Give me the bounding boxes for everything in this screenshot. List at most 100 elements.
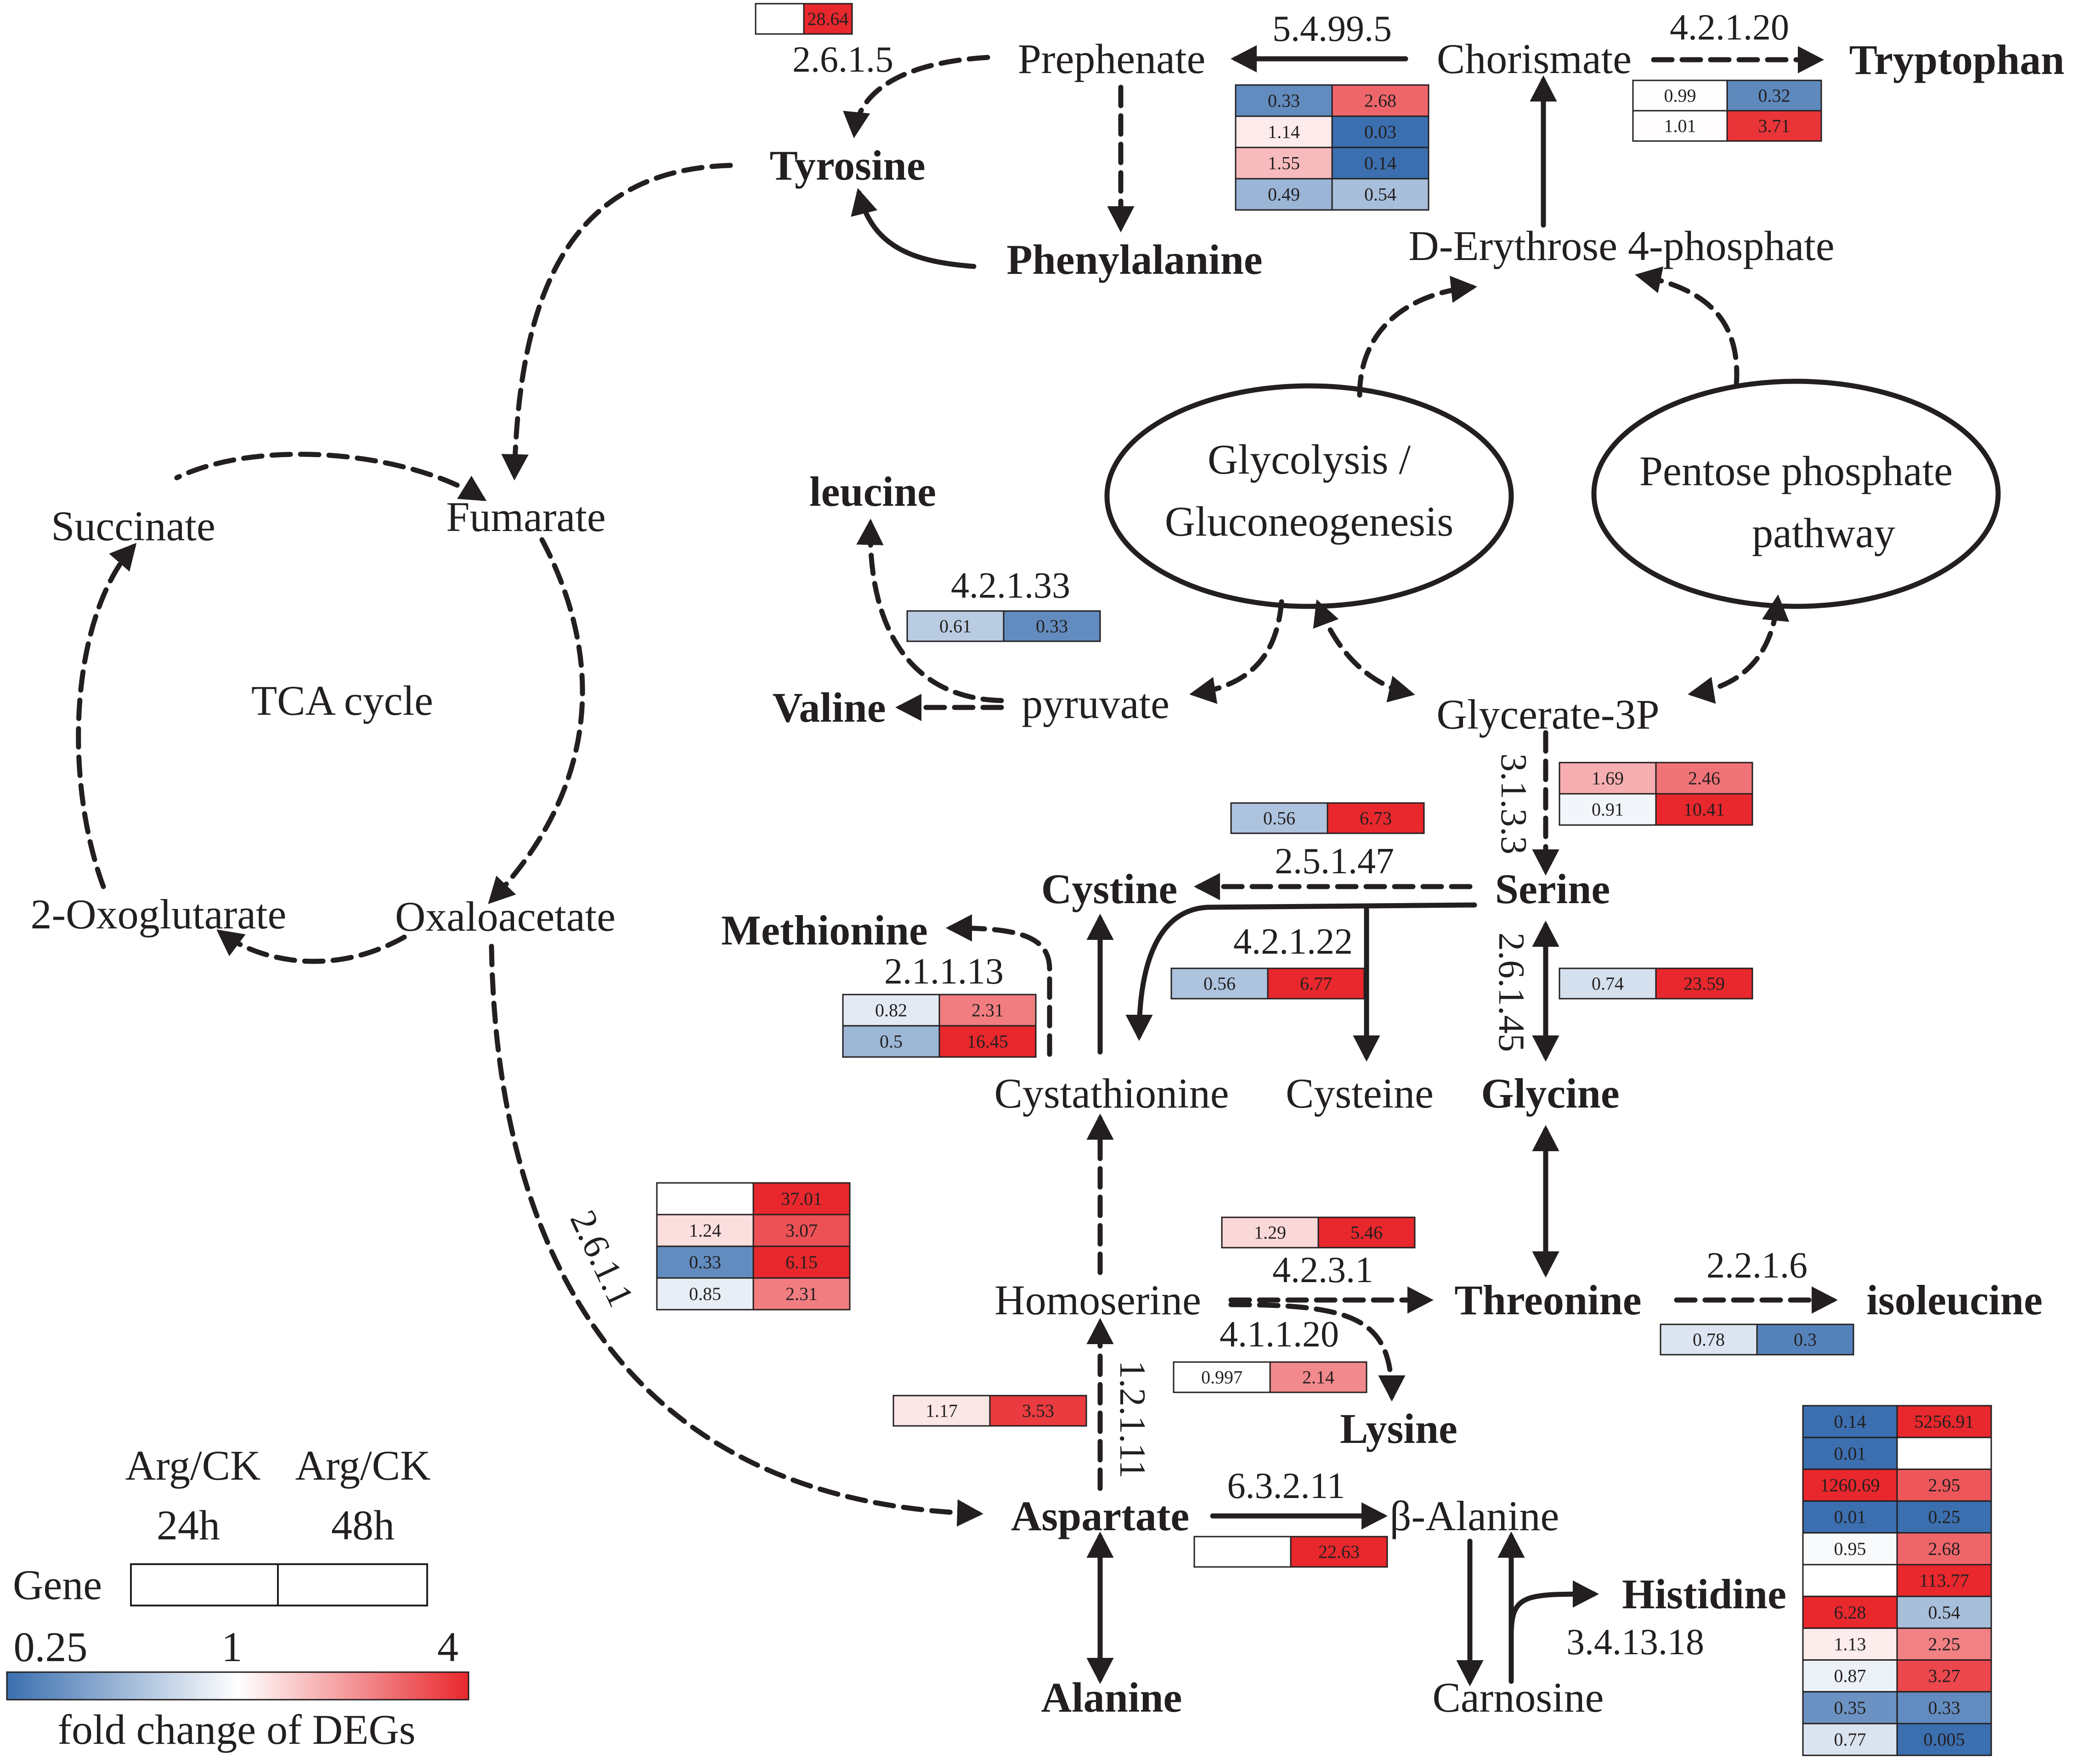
heatmap-cell-value: 23.59 [1683,973,1725,994]
heatmap-cell-value: 0.74 [1592,973,1624,994]
heatmap-cell-value: 0.35 [1834,1697,1866,1718]
arrow-homoserine-lysine [1228,1302,1406,1402]
heatmap-cell-value: 2.68 [1364,90,1396,111]
legend-gene-cell-24h [130,1563,279,1606]
heatmap-cell [1632,110,1728,142]
glycolysis-label-line1: Glycolysis / [1208,436,1411,483]
heatmap-cell-value: 10.41 [1683,799,1725,820]
heatmap-cell [938,1025,1037,1058]
heatmap-cell-value: 1.01 [1664,116,1696,136]
heatmap-cell [1193,1536,1292,1568]
heatmap-6321: 22.63 [1193,1536,1388,1568]
legend-caption: fold change of DEGs [57,1706,415,1753]
heatmap-cell [1802,1436,1898,1470]
heatmap-2615: 28.64 [755,3,853,35]
heatmap-cell-value: 0.61 [939,616,972,637]
heatmap-cell [1655,793,1753,826]
heatmap-cell-value: 0.01 [1834,1443,1866,1464]
heatmap-cell [842,994,940,1027]
tca-cycle-label: TCA cycle [251,677,433,724]
enzyme-2-6-1-5: 2.6.1.5 [792,40,893,80]
heatmap-cell-value: 0.95 [1834,1538,1866,1559]
heatmap-cell-value: 0.49 [1268,184,1300,205]
heatmap-cell-value: 1.55 [1268,153,1300,174]
heatmap-2645: 0.74 23.59 [1559,967,1753,1000]
heatmap-cell-value: 6.77 [1300,973,1332,994]
arrow-oxoglutarate-succinate [76,543,137,889]
enzyme-2-1-1-13: 2.1.1.13 [884,951,1004,992]
metabolite-glycine: Glycine [1481,1070,1620,1117]
heatmap-cell [1726,110,1822,142]
heatmap-cell-value: 2.95 [1928,1475,1960,1496]
heatmap-cell [906,610,1005,642]
metabolite-cystine: Cystine [1041,865,1177,912]
heatmap-cell [1269,1361,1367,1393]
heatmap-cell [1896,1595,1992,1629]
metabolite-threonine: Threonine [1454,1277,1641,1323]
legend-col1-line2: 24h [157,1502,220,1549]
arrow-glycolysis-pyruvate [1189,599,1284,704]
metabolite-histidine: Histidine [1622,1571,1786,1617]
heatmap-cell [755,3,805,35]
metabolite-aspartate: Aspartate [1011,1493,1189,1539]
heatmap-cell [1802,1723,1898,1756]
heatmap-cell-value: 0.56 [1203,973,1236,994]
heatmap-cell [1559,967,1657,1000]
heatmap-cell-value: 5.46 [1350,1222,1383,1243]
heatmap-cell-value: 0.33 [1268,90,1300,111]
heatmap-cell-value: 1.14 [1268,122,1300,142]
heatmap-cell [1896,1532,1992,1566]
heatmap-cell-value: 1.29 [1254,1222,1286,1243]
metabolite-carnosine: Carnosine [1432,1674,1604,1721]
heatmap-cell [656,1277,754,1311]
legend-gene-label: Gene [13,1561,102,1608]
metabolite-valine: Valine [772,684,886,731]
enzyme-4-1-1-20: 4.1.1.20 [1220,1314,1339,1355]
enzyme-5-4-99-5: 5.4.99.5 [1272,9,1392,49]
heatmap-cell-value: 3.27 [1928,1666,1960,1686]
pentose-label-line1: Pentose phosphate [1639,447,1953,494]
heatmap-cell-value: 6.15 [785,1252,818,1272]
heatmap-cell [752,1245,851,1279]
heatmap-cell-value: 22.63 [1318,1542,1360,1562]
heatmap-cell [1290,1536,1388,1568]
metabolite-alanine: Alanine [1041,1674,1182,1721]
heatmap-cell-value: 0.54 [1928,1602,1960,1623]
heatmap-cell [1003,610,1101,642]
heatmap-cell [1896,1500,1992,1534]
arrow-phenylalanine-tyrosine [851,188,977,269]
legend-gene-cell-48h [277,1563,428,1606]
heatmap-cell [1235,115,1333,148]
heatmap-cell [752,1214,851,1247]
heatmap-cell-value: 2.46 [1688,768,1720,789]
heatmap-cell-value: 2.31 [785,1283,818,1304]
heatmap-cell [1802,1691,1898,1724]
arrow-pentose-erythrose [1635,266,1740,389]
heatmap-cell [1802,1405,1898,1438]
heatmap-cell [1267,967,1365,1000]
legend-color-bar [6,1671,469,1701]
arrow-prephenate-tyrosine [843,55,990,138]
legend-scale-mid: 1 [221,1623,243,1670]
metabolite-beta-alanine: β-Alanine [1390,1493,1559,1539]
heatmap-cell [989,1395,1087,1427]
heatmap-cell [1802,1659,1898,1693]
arrow-tyrosine-fumarate [501,163,733,481]
heatmap-cell-value: 2.14 [1302,1367,1334,1388]
heatmap-cell [1896,1468,1992,1502]
metabolite-chorismate: Chorismate [1437,35,1632,82]
heatmap-cell [1896,1723,1992,1756]
enzyme-3-4-13-18: 3.4.13.18 [1566,1622,1704,1662]
heatmap-cell [1896,1405,1992,1438]
heatmap-cell [1317,1216,1416,1249]
heatmap-cell-value: 0.85 [689,1283,721,1304]
glycolysis-label-line2: Gluconeogenesis [1165,498,1454,545]
metabolite-pyruvate: pyruvate [1022,680,1169,727]
enzyme-4-2-1-33: 4.2.1.33 [951,565,1070,606]
